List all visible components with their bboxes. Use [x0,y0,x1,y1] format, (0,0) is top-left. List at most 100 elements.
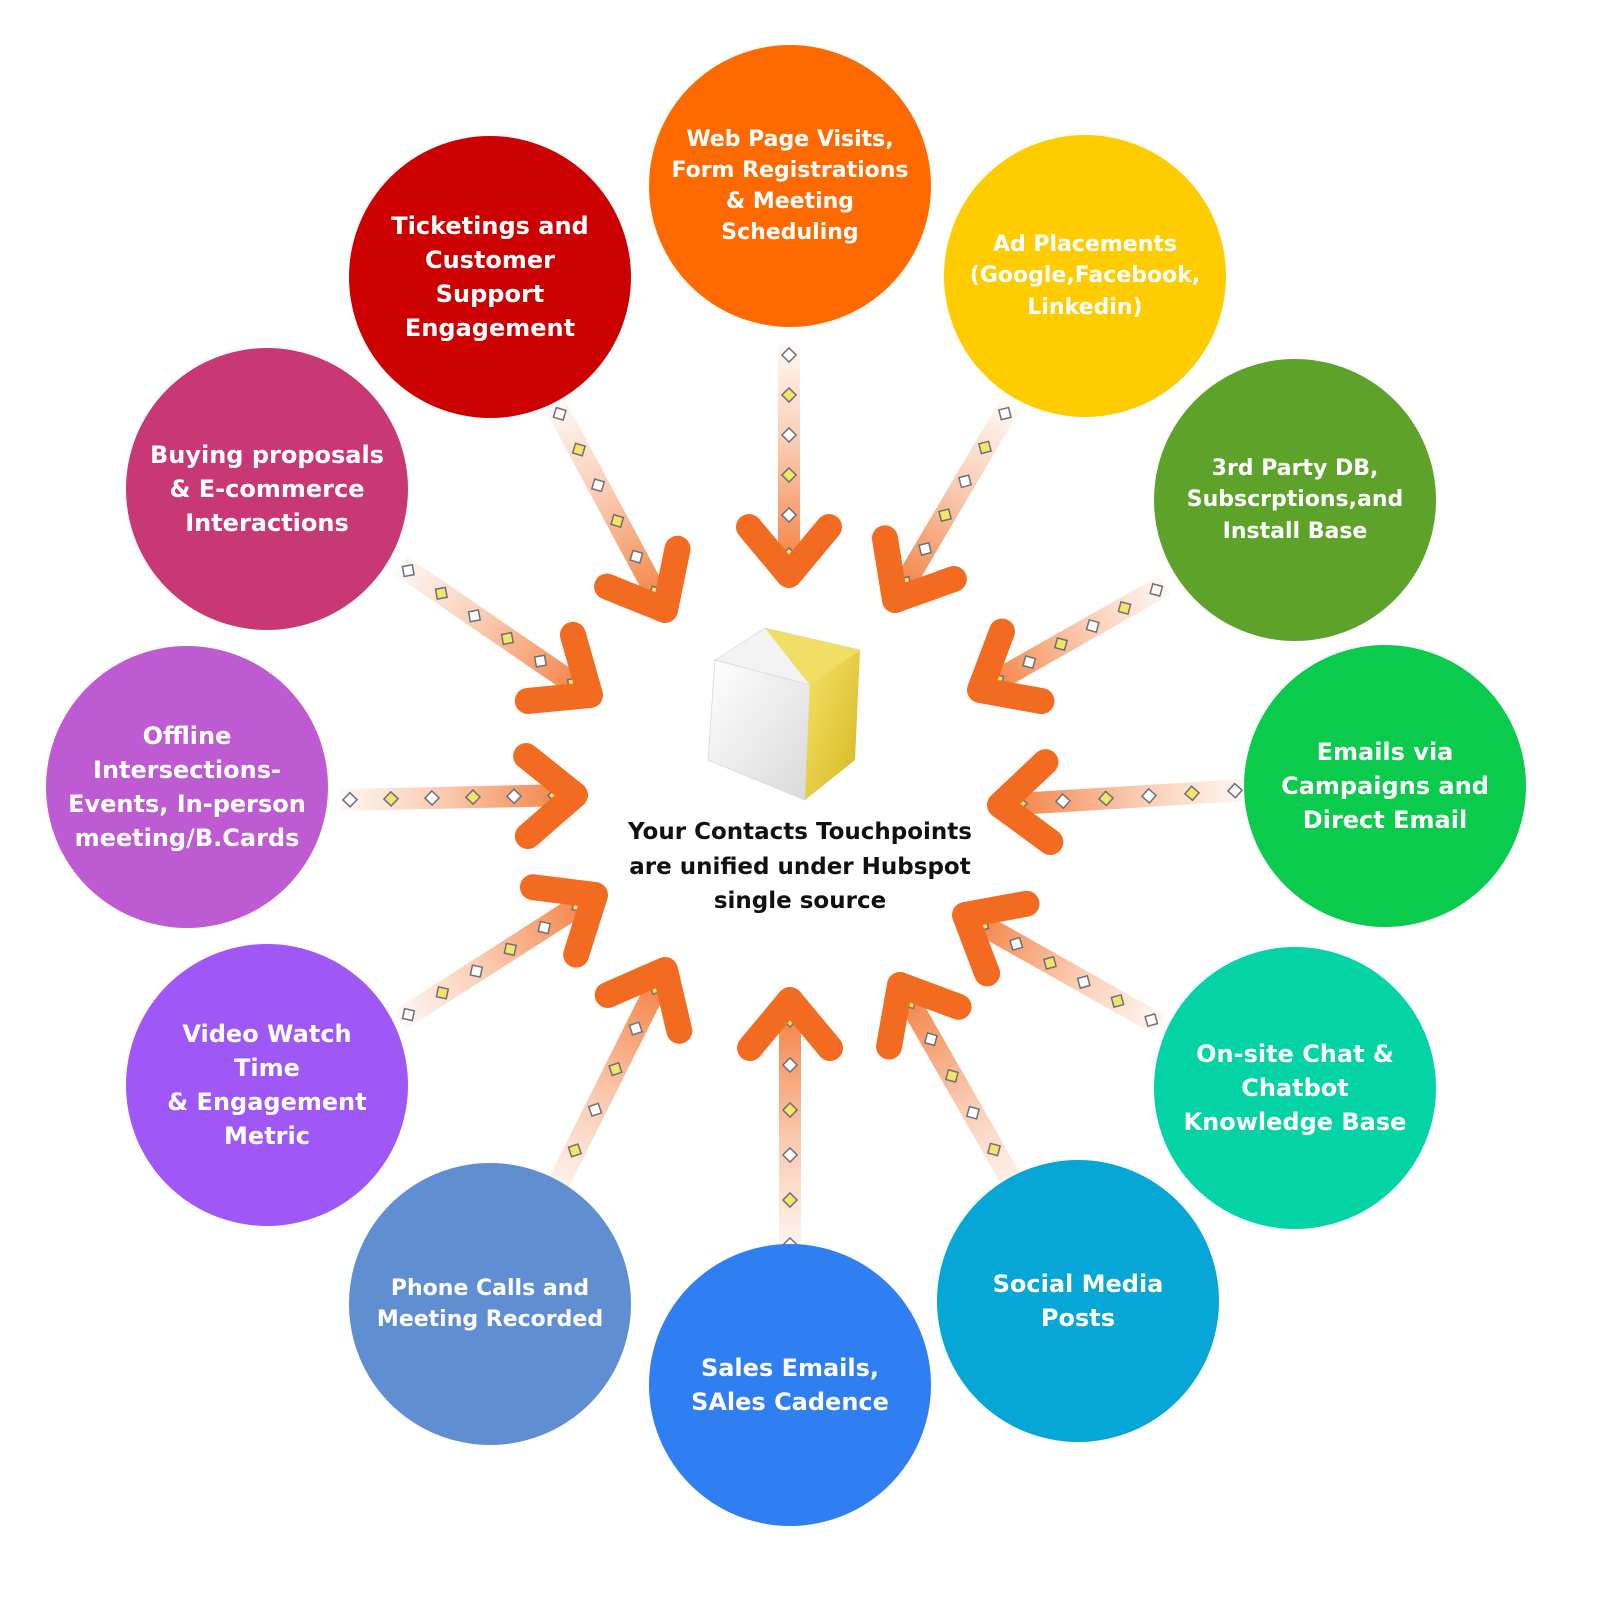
arrow-cube-marker [1117,600,1132,616]
arrow-shaft [779,1008,801,1255]
arrow-head [952,890,1040,987]
arrow-cube-marker [552,406,567,421]
arrow-cube-marker [500,631,515,646]
arrow-cube-marker [997,406,1012,421]
arrow-cube-marker [533,654,548,668]
arrow-cube-marker [1022,655,1037,670]
arrow-cube-marker [986,1142,1002,1157]
arrow-offline-intersections [339,743,589,850]
arrow-cube-marker [938,508,953,523]
arrow-cube-marker [1085,618,1100,634]
arrow-cube-marker [567,1143,583,1158]
arrow-cube-marker [434,586,449,600]
arrow-cube-marker [965,1105,981,1120]
touchpoint-label: Ticketings and Customer Support Engageme… [391,211,589,343]
arrow-cube-marker [1183,785,1201,802]
arrow-cube-marker [977,440,992,455]
arrow-head [736,514,842,588]
hub-cube-icon [707,627,862,801]
arrow-head [520,874,609,968]
arrow-cube-marker [629,549,644,564]
arrow-cube-marker [923,1032,939,1047]
arrow-cube-marker [918,541,933,556]
arrow-cube-marker [505,788,523,805]
arrow-shaft [394,890,595,1030]
arrow-cube-marker [1144,1013,1159,1028]
arrow-cube-marker [1140,787,1158,804]
arrow-head [871,525,967,613]
arrow-cube-marker [469,964,484,978]
touchpoint-label: Sales Emails, SAles Cadence [691,1353,889,1416]
touchpoint-label: Video Watch Time & Engagement Metric [167,1019,367,1151]
touchpoint-label: Phone Calls and Meeting Recorded [376,1275,604,1332]
arrow-cube-marker [780,466,798,484]
arrow-cube-marker [781,1056,799,1074]
touchpoint-buying-proposals: Buying proposals & E-commerce Interactio… [126,348,408,630]
touchpoint-label: Buying proposals & E-commerce Interactio… [149,440,385,538]
touchpoint-ad-placements: Ad Placements (Google,Facebook, Linkedin… [944,135,1226,417]
arrow-cube-marker [780,386,798,404]
touchpoint-label: 3rd Party DB, Subscrptions,and Install B… [1186,456,1404,544]
arrow-head [737,987,843,1061]
touchpoint-on-site-chat: On-site Chat & Chatbot Knowledge Base [1154,947,1436,1229]
touchpoint-sales-emails: Sales Emails, SAles Cadence [649,1244,931,1526]
arrow-cube-marker [423,789,441,807]
arrow-head [514,621,603,714]
center-caption: Your Contacts Touchpoints are unified un… [628,819,972,914]
touchpoint-third-party-db: 3rd Party DB, Subscrptions,and Install B… [1154,359,1436,641]
arrow-cube-marker [781,1191,799,1209]
touchpoint-label: Ad Placements (Google,Facebook, Linkedin… [969,232,1201,320]
touchpoint-label: Emails via Campaigns and Direct Email [1281,737,1489,835]
touchpoint-social-media-posts: Social Media Posts [937,1160,1219,1442]
arrow-cube-marker [503,942,518,957]
arrow-head [966,618,1055,715]
arrow-cube-marker [571,442,587,457]
touchpoint-label: Social Media Posts [992,1269,1164,1332]
arrow-cube-marker [610,513,625,529]
arrow-cube-marker [958,474,973,489]
arrow-head [594,535,691,623]
touchpoint-web-page-visits: Web Page Visits, Form Registrations & Me… [649,45,931,327]
arrow-shaft [1007,779,1246,816]
touchpoint-label: On-site Chat & Chatbot Knowledge Base [1183,1039,1407,1137]
arrow-head [594,956,693,1044]
arrow-sales-emails [737,987,843,1255]
arrow-ad-placements [871,399,1020,613]
arrow-shaft [339,784,568,811]
arrow-buying-proposals [393,555,603,714]
touchpoint-video-watch-time: Video Watch Time & Engagement Metric [126,944,408,1226]
arrow-cube-marker [537,920,552,935]
arrow-shaft [393,555,590,700]
arrow-on-site-chat [952,890,1166,1035]
arrow-head [513,743,589,850]
arrow-shaft [778,345,800,567]
touchpoint-emails-via-campaigns: Emails via Campaigns and Direct Email [1244,645,1526,927]
arrow-cube-marker [590,478,606,493]
arrow-cube-marker [401,1007,416,1022]
arrow-cube-marker [382,790,400,808]
arrow-cube-marker [1076,974,1091,990]
arrow-cube-marker [1042,955,1058,971]
arrow-cube-marker [1054,793,1072,810]
arrow-cube-marker [467,609,482,623]
arrow-cube-marker [780,346,798,364]
arrow-cube-marker [587,1102,603,1118]
arrow-cube-marker [341,791,359,808]
arrow-cube-marker [781,1146,799,1164]
touchpoint-phone-calls: Phone Calls and Meeting Recorded [349,1163,631,1445]
arrow-head [986,749,1064,855]
arrow-third-party-db [966,575,1171,715]
arrow-cube-marker [401,563,415,578]
arrow-cube-marker [1053,636,1069,652]
arrow-cube-marker [1097,790,1115,807]
arrow-ticketings-support [545,399,691,623]
arrow-cube-marker [1110,993,1125,1009]
touchpoint-offline-intersections: Offline Intersections- Events, In-person… [46,646,328,928]
arrow-cube-marker [781,1101,799,1119]
arrow-cube-marker [780,506,798,524]
arrow-cube-marker [435,985,450,1000]
arrow-cube-marker [628,1021,644,1036]
touchpoint-label: Web Page Visits, Form Registrations & Me… [671,126,909,246]
